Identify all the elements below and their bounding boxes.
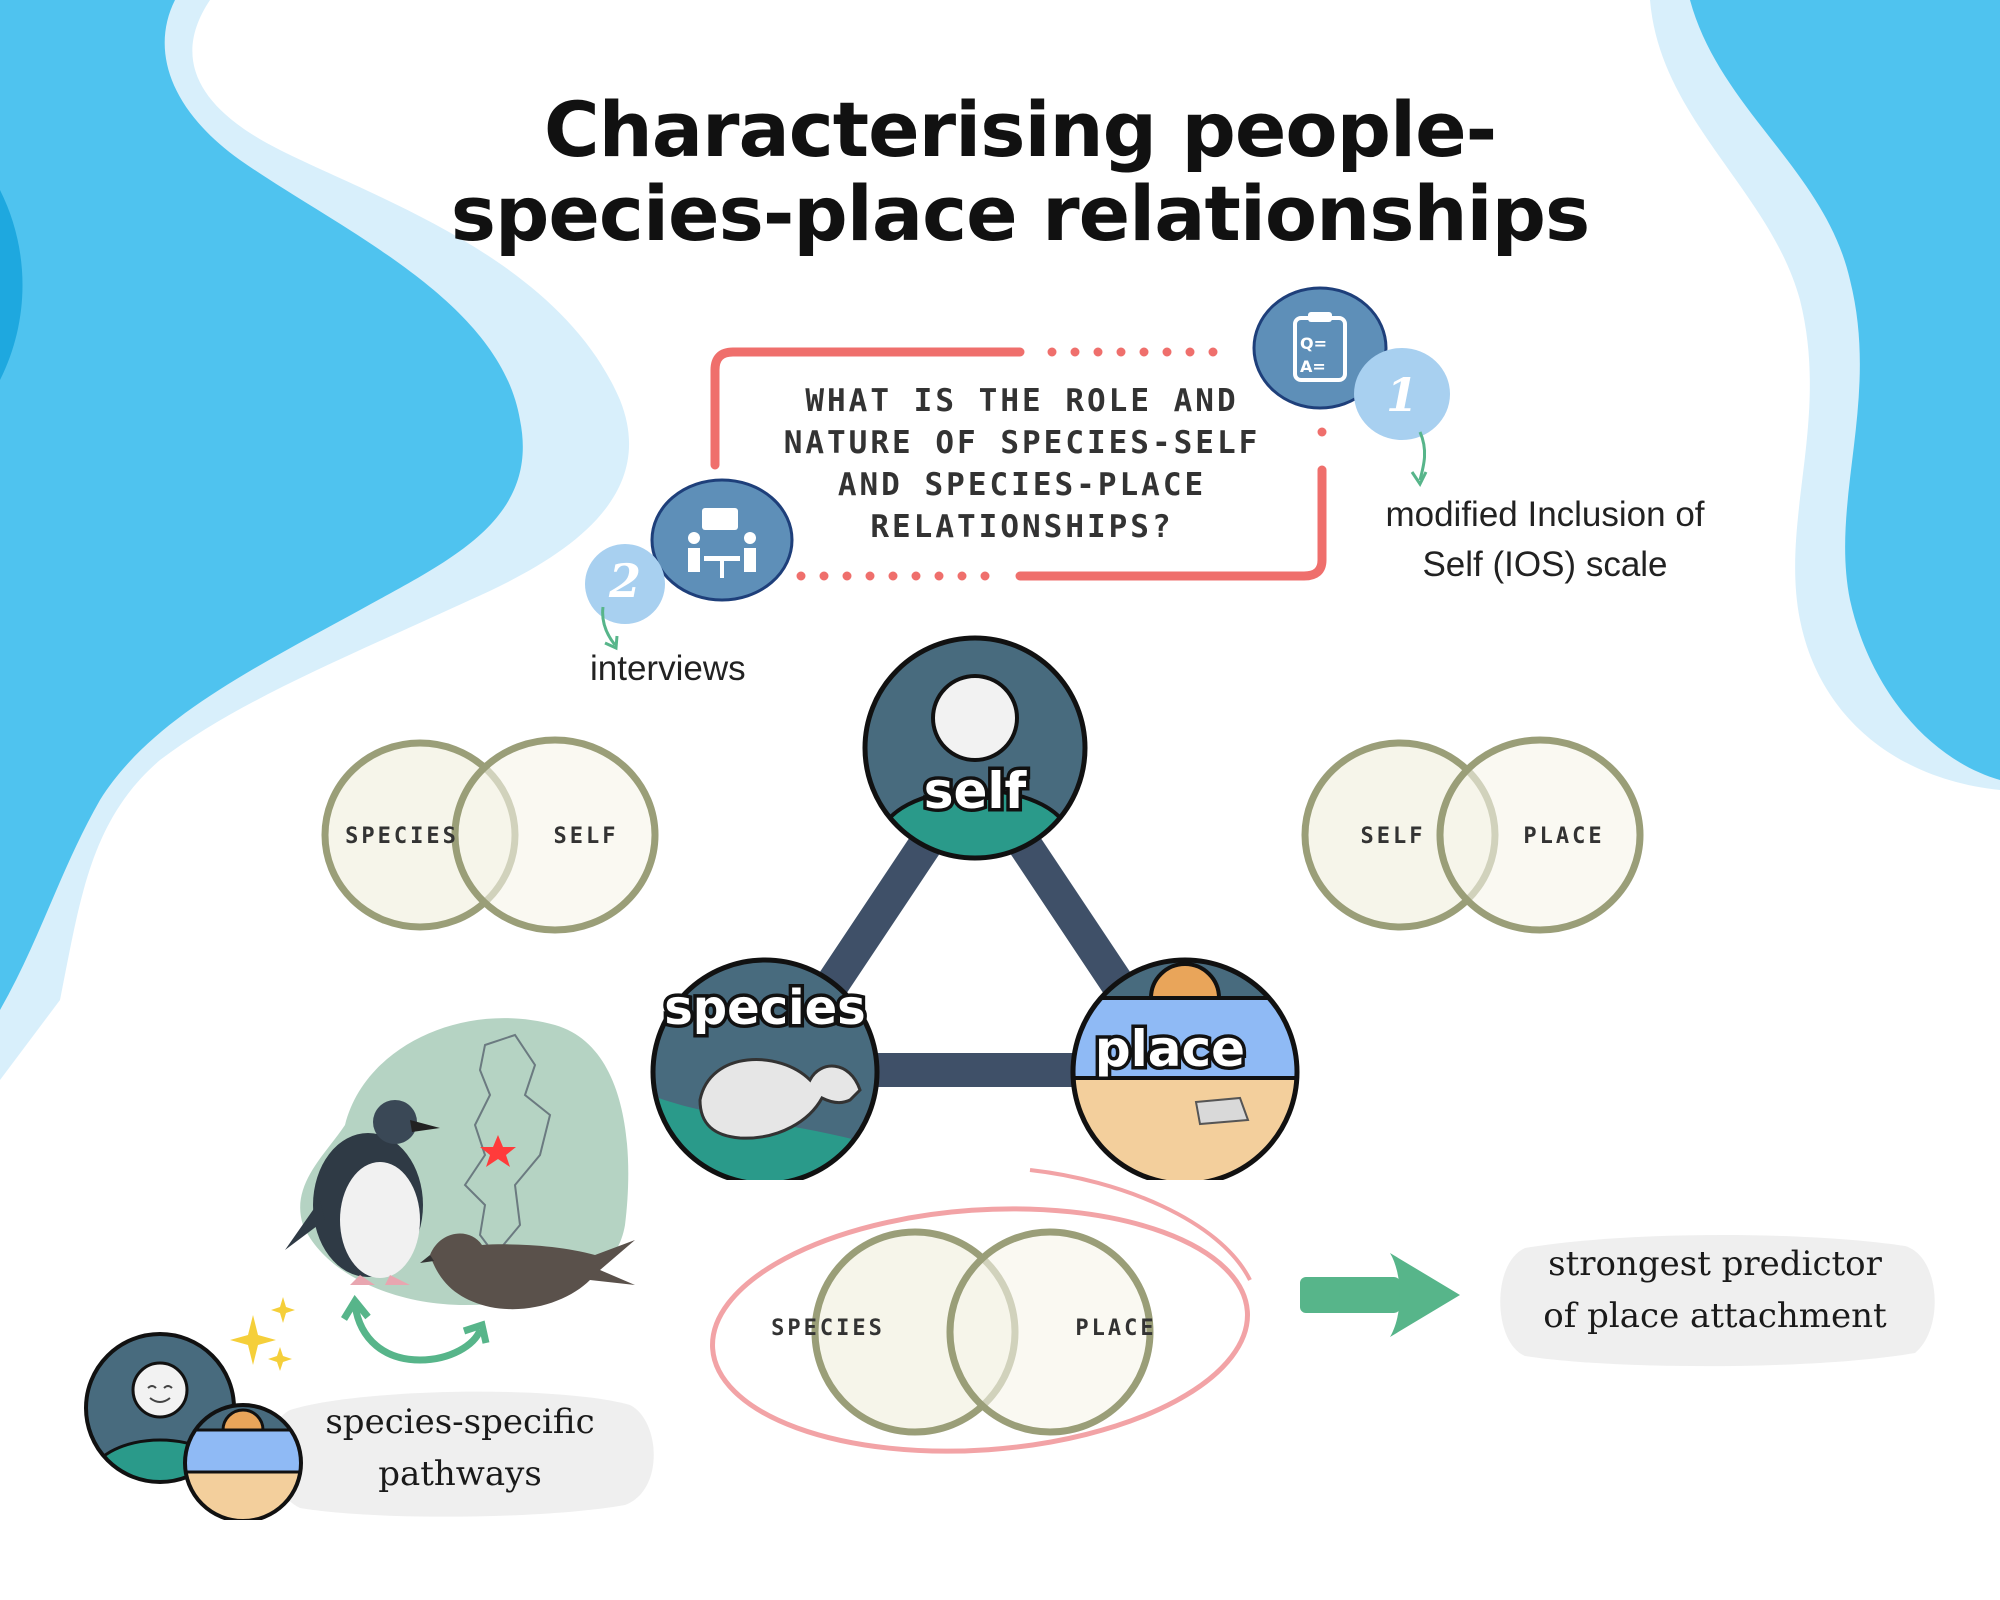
left-blue-wave: [0, 0, 523, 1010]
self-node: [862, 635, 1088, 861]
outcome-bubble: [1500, 1235, 1935, 1367]
sparkles-icon: [230, 1297, 295, 1371]
venn-species-place: [710, 1168, 1252, 1454]
venn-self-place-left: SELF: [1360, 824, 1426, 849]
outcome-line-1: strongest predictor: [1548, 1244, 1882, 1284]
svg-text:Q=: Q=: [1300, 334, 1327, 353]
method-2-arrow: [601, 606, 619, 651]
small-self-place-icons: [84, 1332, 303, 1520]
title-line-1: Characterising people-: [543, 85, 1497, 174]
little-penguin-image: [285, 1100, 440, 1285]
survey-clipboard-icon: Q= A=: [1252, 286, 1450, 440]
venn-self-place-right: PLACE: [1523, 824, 1605, 849]
frame-solid-top: [710, 347, 1025, 470]
place-node-label: place: [1091, 1017, 1248, 1082]
shearwater-image: [420, 1233, 635, 1310]
venn-species-self-right: SELF: [553, 824, 619, 849]
outcome-arrow: [1300, 1253, 1460, 1337]
venn-species-self: [321, 736, 659, 934]
research-question: WHAT IS THE ROLE AND NATURE OF SPECIES-S…: [783, 383, 1261, 545]
method-1-arrow: [1410, 431, 1428, 487]
interview-people-icon: [585, 478, 794, 624]
outcome-line-2: of place attachment: [1543, 1296, 1887, 1336]
outcome-text: strongest predictor of place attachment: [1505, 1238, 1925, 1342]
svg-text:A=: A=: [1300, 357, 1326, 376]
species-node-label: species: [661, 977, 870, 1040]
pathways-bubble: [270, 1391, 654, 1517]
self-node-label: self: [920, 759, 1030, 824]
venn-self-place: [1301, 736, 1644, 934]
location-star-icon: [480, 1135, 516, 1167]
method-1-number: 1: [1385, 368, 1418, 422]
pathway-arrows: [341, 1295, 490, 1364]
venn-species-self-left: SPECIES: [345, 824, 459, 849]
pathways-text: species-specific pathways: [285, 1396, 635, 1500]
title-line-2: species-place relationships: [450, 169, 1591, 258]
method-2-number: 2: [608, 554, 641, 608]
relationship-triangle: [650, 635, 1300, 1180]
left-dark-wave: [0, 190, 23, 380]
method-2-label: interviews: [590, 649, 746, 688]
frame-solid-right: [1015, 465, 1327, 581]
page-title: Characterising people- species-place rel…: [300, 88, 1740, 256]
method-1-label: modified Inclusion of Self (IOS) scale: [1385, 495, 1705, 584]
pathways-line-1: species-specific: [325, 1402, 595, 1442]
venn-species-place-left: SPECIES: [771, 1316, 885, 1341]
highlight-ring: [710, 1206, 1250, 1454]
venn-species-place-right: PLACE: [1075, 1316, 1157, 1341]
pathways-line-2: pathways: [378, 1454, 542, 1494]
right-blue-wave: [1690, 0, 2000, 780]
